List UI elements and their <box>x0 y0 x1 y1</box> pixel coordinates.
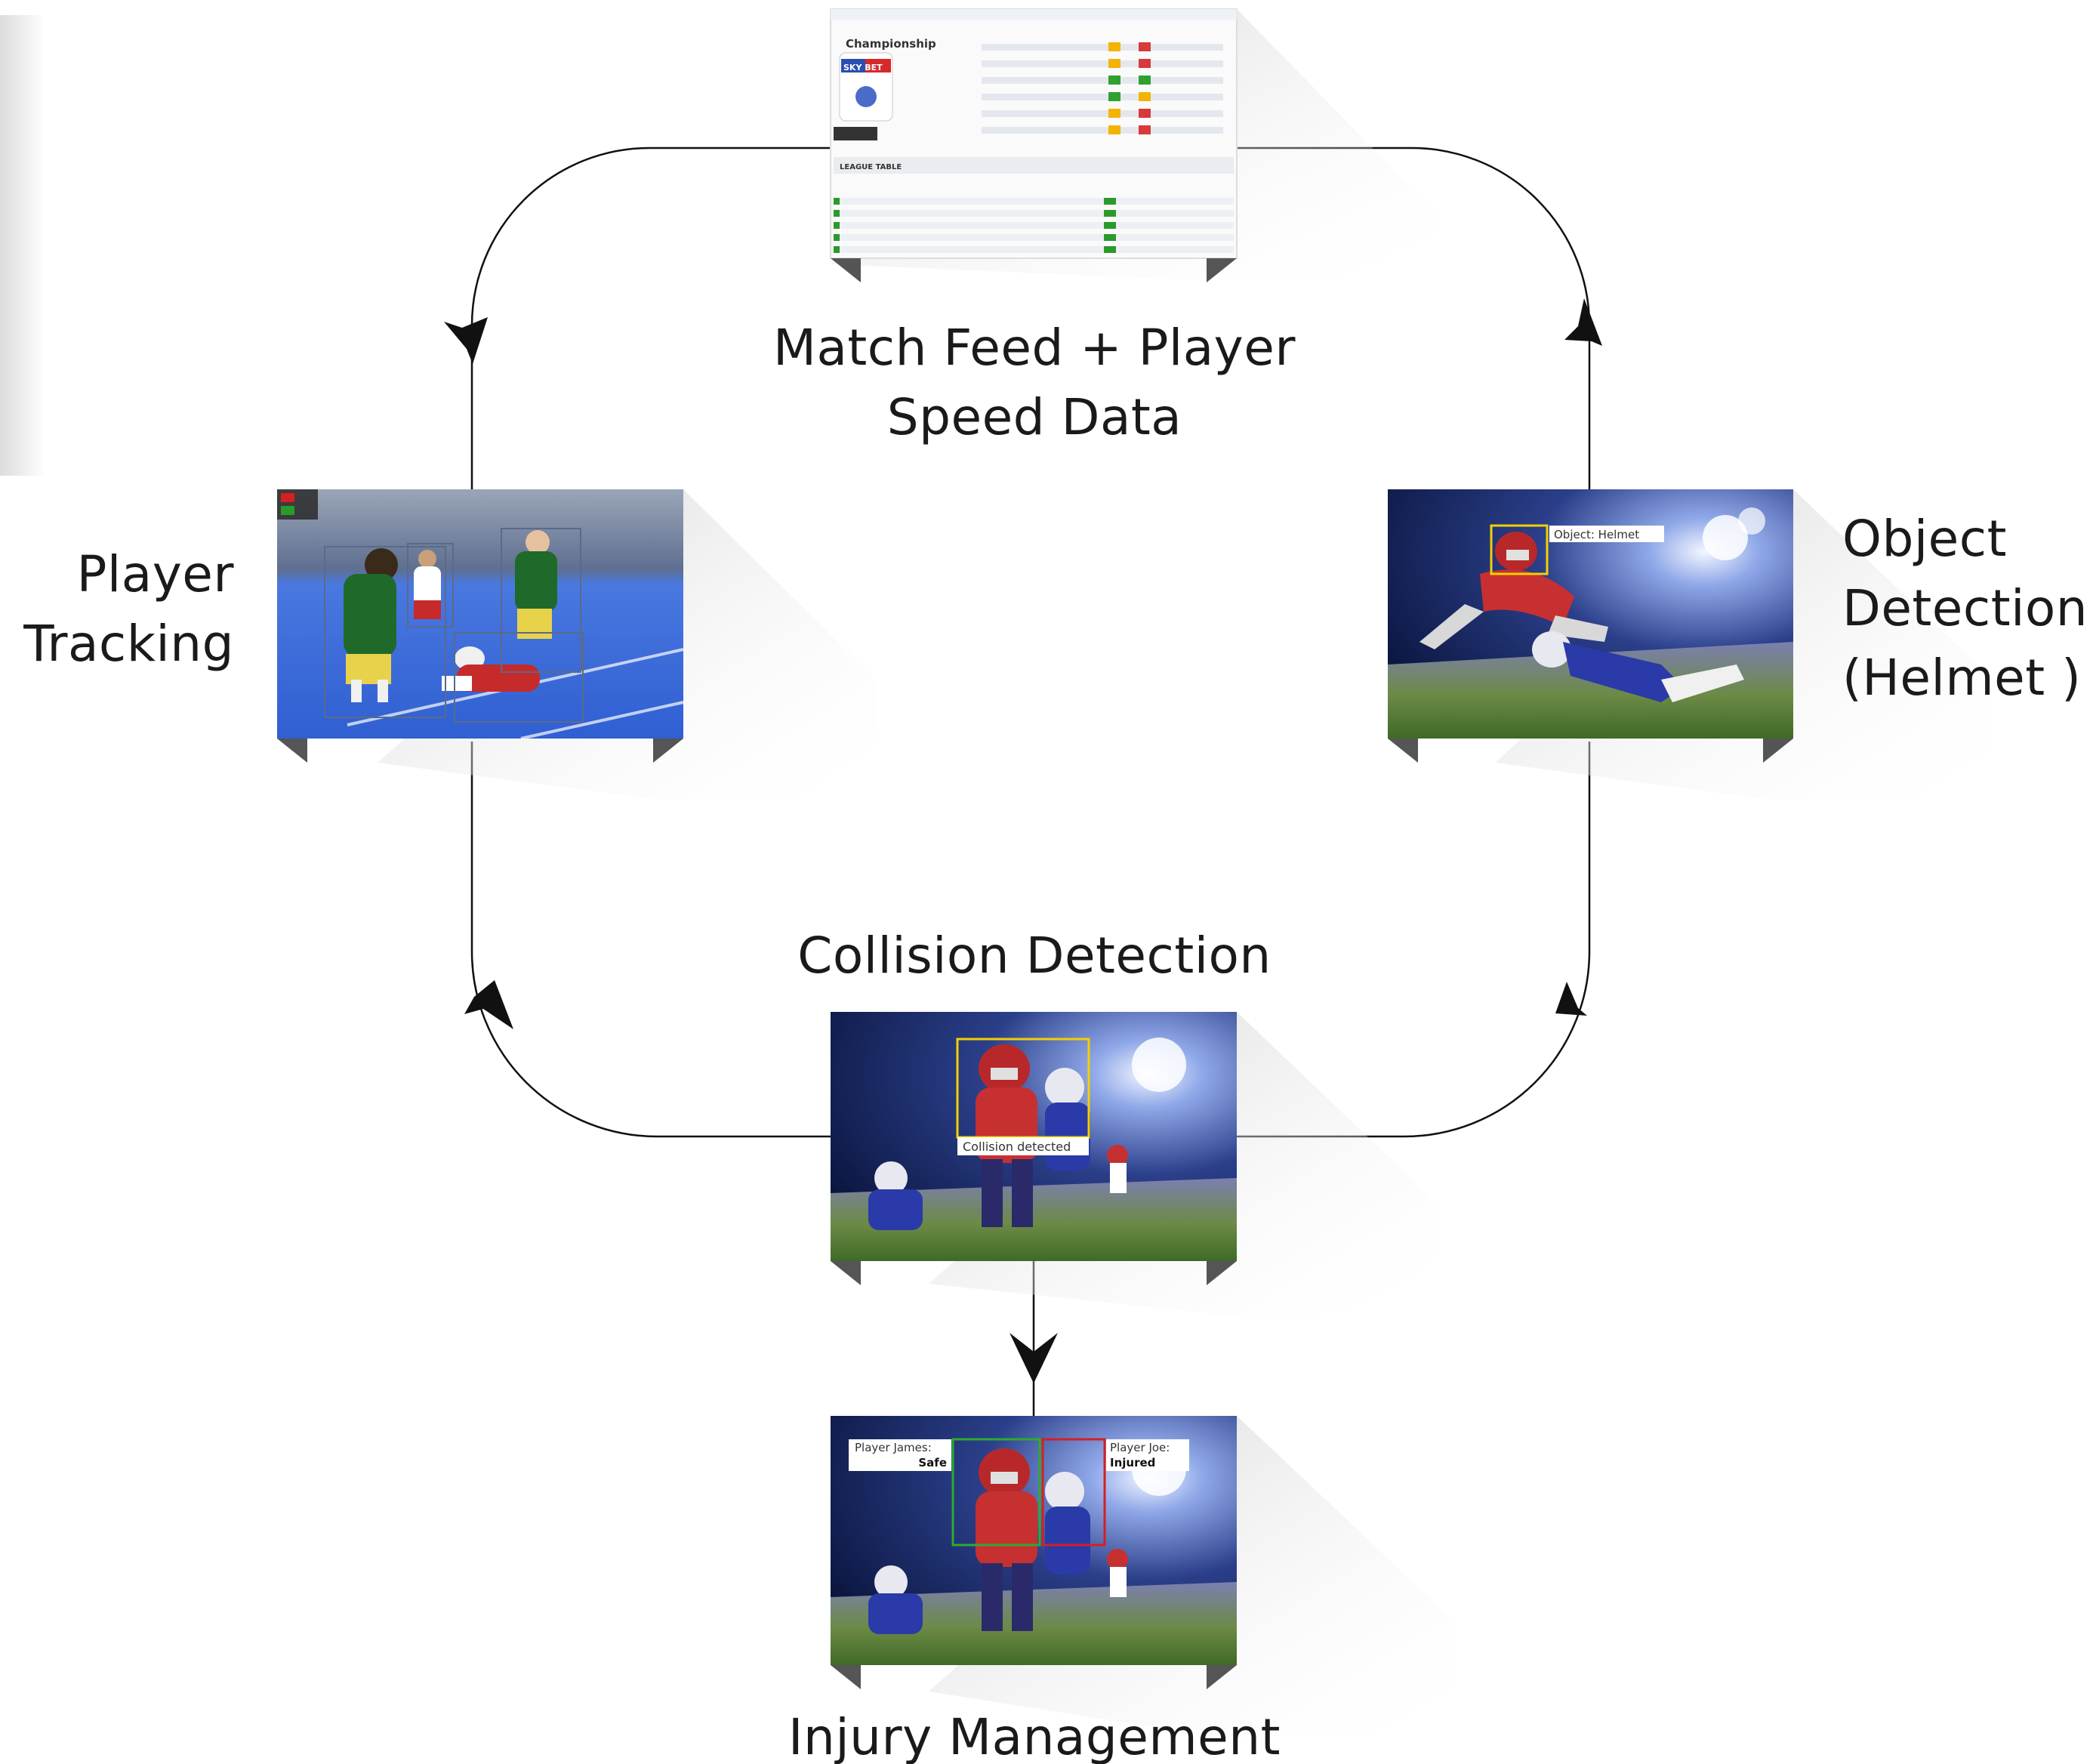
edge-shadow <box>0 15 45 476</box>
label-match-feed-line1: Match Feed + Player <box>773 319 1296 377</box>
safe-player-name: Player James: <box>855 1441 932 1454</box>
label-object-detection-line1: Object <box>1842 510 2007 568</box>
football-player-blue <box>1532 631 1744 702</box>
football-player-red <box>976 1448 1037 1631</box>
label-injury-management: Injury Management <box>763 1703 1306 1764</box>
label-player-tracking-line1: Player <box>76 545 234 603</box>
card-collision-detection: Collision detected <box>831 1012 1435 1314</box>
label-collision-detection: Collision Detection <box>763 921 1306 991</box>
label-player-tracking-line2: Tracking <box>23 615 234 673</box>
connector-bottom-left <box>470 742 831 1138</box>
helmet-detection-box <box>1490 524 1549 575</box>
injured-player-name: Player Joe: <box>1110 1441 1170 1454</box>
section-heading: LEAGUE TABLE <box>840 163 902 171</box>
card-object-detection: Object: Helmet <box>1388 489 1993 800</box>
label-collision-detection-text: Collision Detection <box>797 927 1272 985</box>
football-player-red-distant <box>1107 1145 1128 1193</box>
injured-player-status: Injured <box>1110 1456 1155 1469</box>
label-object-detection: Object Detection (Helmet ) <box>1842 504 2091 713</box>
table-title: Championship <box>846 37 936 51</box>
football-player-blue-kneeling <box>868 1161 923 1230</box>
collision-detection-label: Collision detected <box>963 1140 1071 1154</box>
connector-top-right <box>1237 146 1591 489</box>
label-object-detection-line2: Detection <box>1842 579 2088 637</box>
label-object-detection-line3: (Helmet ) <box>1842 649 2082 707</box>
label-match-feed-line2: Speed Data <box>886 388 1182 446</box>
arrow-down-right-icon <box>1564 298 1602 346</box>
arrow-down-center-icon <box>1010 1333 1058 1383</box>
safe-player-box <box>951 1438 1041 1547</box>
football-player-blue <box>1045 1472 1090 1574</box>
arrow-down-right-lower-icon <box>1555 982 1587 1016</box>
connector-top-left <box>470 146 831 489</box>
football-player-blue-kneeling <box>868 1565 923 1634</box>
hockey-player-1 <box>344 548 398 702</box>
arrowheads <box>444 298 1602 1383</box>
helmet-detection-label-bg <box>1549 526 1664 542</box>
injured-player-label-bg <box>1106 1439 1189 1471</box>
arrow-down-left-icon <box>464 980 513 1029</box>
safe-player-status: Safe <box>918 1456 947 1469</box>
connector-bottom-right <box>1237 742 1591 1138</box>
connector-lines <box>470 146 1591 1416</box>
sponsor-badge: SKY BET <box>843 63 883 72</box>
helmet-detection-label: Object: Helmet <box>1554 528 1639 541</box>
hockey-player-4 <box>414 550 441 619</box>
label-player-tracking: Player Tracking <box>8 540 234 679</box>
card-match-feed: Championship SKY BET <box>830 8 1435 282</box>
hockey-player-2 <box>515 530 557 639</box>
card-player-tracking <box>277 489 876 800</box>
label-injury-management-text: Injury Management <box>788 1708 1281 1764</box>
injured-player-box <box>1041 1438 1106 1547</box>
collision-detection-label-bg <box>957 1137 1089 1155</box>
label-match-feed: Match Feed + Player Speed Data <box>763 313 1306 452</box>
card-injury-management: Player James: Safe Player Joe: Injured <box>831 1416 1457 1737</box>
safe-player-label-bg <box>849 1439 951 1471</box>
football-player-red-distant <box>1107 1549 1128 1597</box>
arrow-up-left-icon <box>444 317 488 364</box>
